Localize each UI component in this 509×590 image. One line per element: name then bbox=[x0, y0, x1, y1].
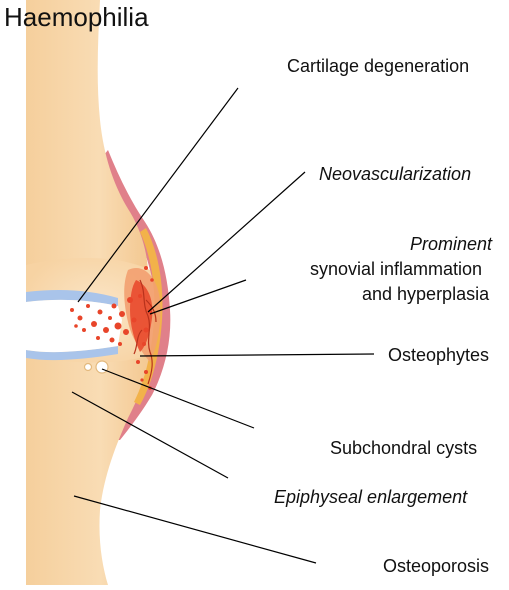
label-osteophytes: Osteophytes bbox=[388, 345, 490, 365]
leader-osteophytes bbox=[139, 353, 375, 357]
upper-cartilage bbox=[26, 290, 118, 306]
osteophyte bbox=[134, 228, 163, 405]
new-vessels bbox=[133, 279, 157, 385]
leader-cysts bbox=[101, 368, 255, 429]
label-cartilage-degeneration: Cartilage degeneration bbox=[287, 56, 470, 76]
label-subchondral-cysts: Subchondral cysts bbox=[330, 438, 478, 458]
leader-neovascularization bbox=[147, 171, 306, 313]
leader-lines bbox=[71, 87, 375, 564]
lower-bone bbox=[26, 345, 150, 585]
figure-title: Haemophilia bbox=[4, 2, 149, 32]
label-neovascularization: Neovascularization bbox=[319, 164, 472, 184]
label-epiphyseal-enlargement: Epiphyseal enlargement bbox=[274, 487, 468, 507]
leader-cartilage bbox=[77, 87, 239, 303]
leader-synovial bbox=[149, 279, 247, 315]
label-hyperplasia: and hyperplasia bbox=[362, 284, 490, 304]
haemarthrosis bbox=[130, 280, 153, 352]
blood-droplets bbox=[70, 266, 154, 390]
upper-bone bbox=[26, 0, 148, 275]
leader-osteoporosis bbox=[73, 495, 317, 564]
leader-epiphyseal bbox=[71, 391, 229, 479]
label-osteoporosis: Osteoporosis bbox=[383, 556, 490, 576]
label-prominent: Prominent bbox=[410, 234, 493, 254]
lower-cartilage bbox=[26, 346, 118, 361]
joint-space bbox=[26, 299, 122, 353]
label-synovial-inflammation: synovial inflammation bbox=[310, 259, 483, 279]
